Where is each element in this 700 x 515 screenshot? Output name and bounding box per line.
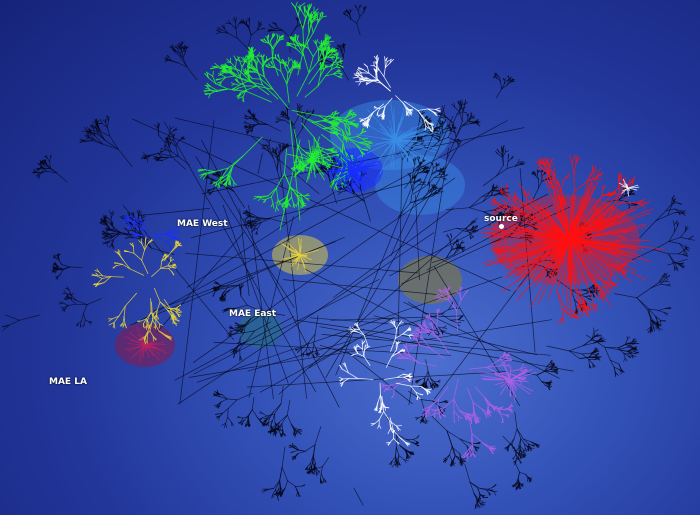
maroon-region-edges: [124, 326, 168, 363]
mae-east-label: MAE East: [229, 309, 277, 319]
source-label: source: [484, 214, 518, 224]
mae-west-label: MAE West: [177, 219, 228, 229]
light-blue-region-edges: [355, 102, 441, 175]
yellow-region-edges: [91, 236, 319, 347]
white-region-edges: [338, 54, 640, 447]
violet-region-edges: [380, 285, 537, 463]
mae-la-label: MAE LA: [49, 377, 87, 387]
source-node-dot: [499, 224, 504, 229]
blue-region-edges: [122, 147, 379, 252]
red-region-edges: [479, 154, 665, 324]
